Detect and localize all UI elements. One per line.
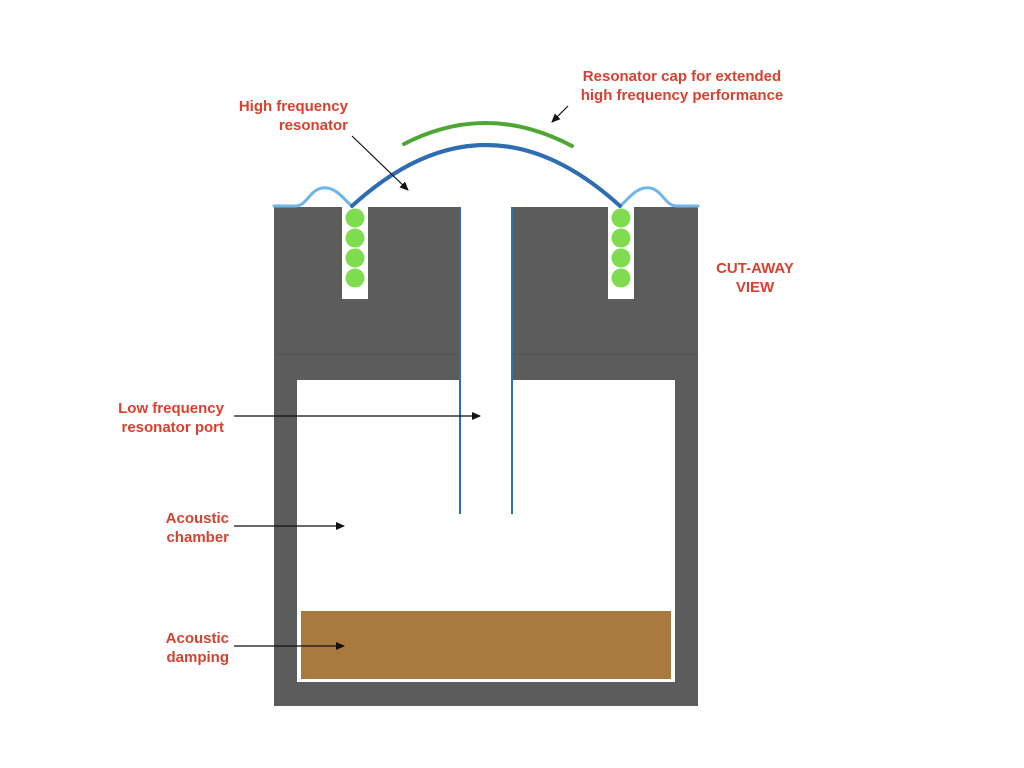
labels: Resonator cap for extended high frequenc… [118,68,794,666]
right-ball-4 [611,268,631,288]
cutaway-label-line2: VIEW [736,279,775,296]
right-ball-1 [611,208,631,228]
resonator-cap [402,121,574,148]
right-edge-membrane [618,186,700,208]
left-edge-membrane [272,186,354,208]
right-bearing-slot [608,207,634,299]
callout-arrows [234,105,569,650]
edge-membranes [272,186,700,208]
cap-label-line2: high frequency performance [581,87,784,104]
hf-label-line1: High frequency [239,98,349,115]
left-bearing-slot [342,207,368,299]
left-ball-2 [345,228,365,248]
acoustic-damping [301,611,671,679]
damping-label-line2: damping [167,649,230,666]
left-ball-1 [345,208,365,228]
cutaway-label-line1: CUT-AWAY [716,260,794,277]
lf-port-label-line1: Low frequency [118,400,225,417]
chamber-label-line2: chamber [166,529,229,546]
right-ball-3 [611,248,631,268]
hf-label-line2: resonator [279,117,348,134]
right-ball-2 [611,228,631,248]
cap-arrow [551,105,569,123]
damping-label-line1: Acoustic [166,630,229,647]
hf-resonator-arrow [351,135,409,191]
high-frequency-resonator-dome [350,143,622,208]
left-ball-3 [345,248,365,268]
left-ball-4 [345,268,365,288]
chamber-label-line1: Acoustic [166,510,229,527]
cap-label-line1: Resonator cap for extended [583,68,781,85]
port-channel [460,207,512,380]
lf-port-label-line2: resonator port [121,419,224,436]
low-frequency-port [459,207,513,514]
